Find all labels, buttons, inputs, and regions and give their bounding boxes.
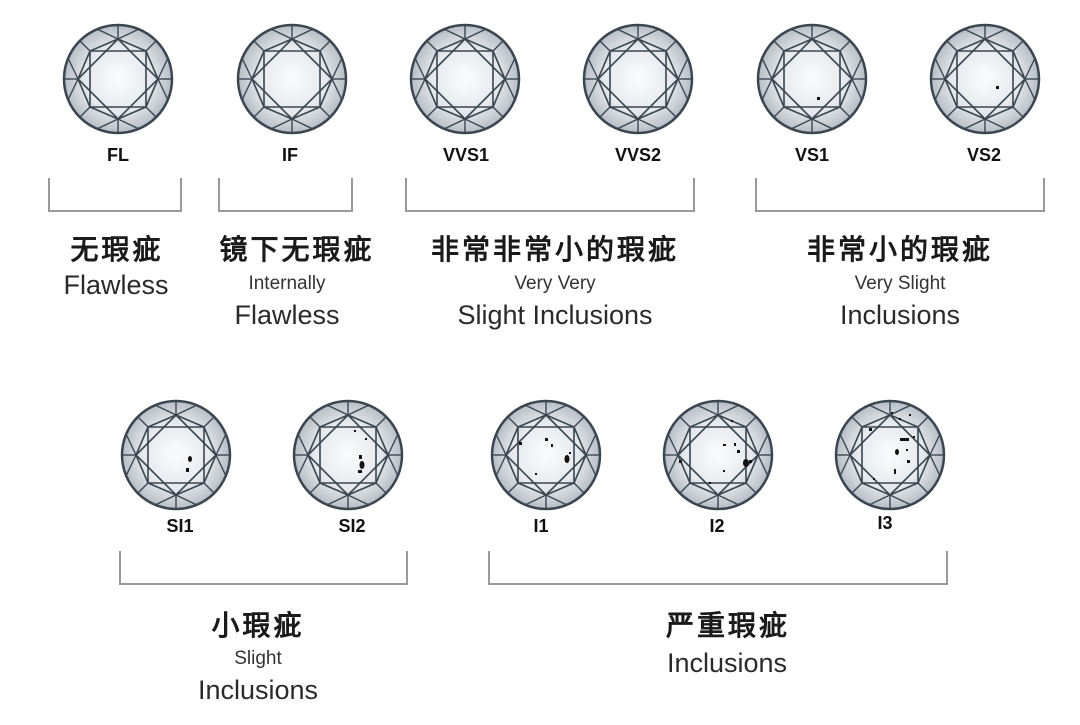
group-en-small-if: Internally (248, 273, 326, 294)
group-bracket-si (119, 551, 408, 585)
inclusion-mark (365, 438, 367, 440)
inclusion-mark (535, 473, 537, 475)
diamond-si2-icon (291, 398, 405, 512)
diamond-fl (61, 22, 175, 136)
diamond-si1-icon (119, 398, 233, 512)
grade-code-vs2: VS2 (966, 145, 1002, 165)
inclusion-mark (817, 97, 820, 100)
grade-code-i1: I1 (533, 516, 549, 536)
inclusion-mark (895, 449, 899, 455)
diamond-vs2-icon (928, 22, 1042, 136)
inclusion-mark (906, 449, 908, 451)
diamond-i3 (833, 398, 947, 512)
grade-code-if: IF (282, 145, 298, 165)
inclusion-mark (899, 418, 901, 420)
group-en-large-vs: Inclusions (839, 300, 961, 330)
group-en-large-si: Inclusions (197, 675, 319, 705)
group-bracket-vvs (405, 178, 695, 212)
group-bracket-i (488, 551, 948, 585)
diamond-i1-icon (489, 398, 603, 512)
inclusion-mark (909, 414, 911, 416)
diamond-vvs1 (408, 22, 522, 136)
diamond-i3-icon (833, 398, 947, 512)
grade-code-i3: I3 (877, 513, 893, 533)
inclusion-mark (913, 436, 915, 438)
diamond-vvs2 (581, 22, 695, 136)
diamond-vs1-icon (755, 22, 869, 136)
inclusion-mark (186, 468, 189, 472)
inclusion-mark (359, 461, 365, 469)
group-cn-label-vs: 非常小的瑕疵 (806, 233, 994, 266)
diamond-vs2 (928, 22, 1042, 136)
inclusion-mark (359, 455, 362, 459)
inclusion-mark (188, 456, 192, 462)
inclusion-mark (551, 444, 553, 447)
inclusion-mark (749, 460, 752, 463)
group-cn-label-i: 严重瑕疵 (665, 609, 791, 642)
grade-code-si1: SI1 (166, 516, 194, 536)
grade-code-vs1: VS1 (794, 145, 830, 165)
inclusion-mark (723, 444, 726, 446)
grade-code-vvs1: VVS1 (442, 145, 490, 165)
grade-code-vvs2: VVS2 (614, 145, 662, 165)
group-en-small-si: Slight (234, 648, 282, 669)
grade-code-i2: I2 (709, 516, 725, 536)
group-bracket-fl (48, 178, 182, 212)
diamond-vvs2-icon (581, 22, 695, 136)
inclusion-mark (907, 460, 910, 463)
inclusion-mark (900, 438, 909, 441)
inclusion-mark (996, 86, 999, 89)
diamond-vvs1-icon (408, 22, 522, 136)
diamond-i2 (661, 398, 775, 512)
inclusion-mark (679, 460, 682, 463)
inclusion-mark (709, 482, 711, 484)
grade-code-fl: FL (107, 145, 129, 165)
inclusion-mark (723, 470, 725, 472)
group-en-large-i: Inclusions (666, 648, 788, 678)
inclusion-mark (731, 420, 733, 422)
inclusion-mark (564, 455, 570, 463)
diamond-si2 (291, 398, 405, 512)
grade-code-si2: SI2 (338, 516, 366, 536)
group-cn-label-vvs: 非常非常小的瑕疵 (430, 233, 680, 266)
group-en-large-if: Flawless (234, 300, 340, 330)
diamond-if (235, 22, 349, 136)
inclusion-mark (569, 452, 571, 454)
group-bracket-vs (755, 178, 1045, 212)
diamond-vs1 (755, 22, 869, 136)
inclusion-mark (354, 430, 356, 432)
inclusion-mark (873, 478, 875, 480)
group-en-large-vvs: Slight Inclusions (457, 300, 653, 330)
inclusion-mark (545, 438, 548, 441)
diamond-fl-icon (61, 22, 175, 136)
inclusion-mark (734, 443, 736, 446)
group-en-large-fl: Flawless (63, 270, 169, 300)
group-cn-label-fl: 无瑕疵 (70, 233, 164, 266)
inclusion-mark (869, 428, 872, 431)
inclusion-mark (737, 450, 740, 453)
inclusion-mark (519, 442, 522, 445)
inclusion-mark (891, 412, 893, 414)
diamond-i1 (489, 398, 603, 512)
inclusion-mark (743, 459, 749, 467)
inclusion-mark (358, 470, 362, 473)
group-en-small-vs: Very Slight (854, 273, 946, 294)
group-en-small-vvs: Very Very (514, 273, 596, 294)
inclusion-mark (894, 469, 896, 474)
diamond-si1 (119, 398, 233, 512)
group-cn-label-si: 小瑕疵 (211, 609, 305, 642)
group-cn-label-if: 镜下无瑕疵 (219, 233, 375, 266)
diamond-i2-icon (661, 398, 775, 512)
group-bracket-if (218, 178, 353, 212)
diamond-if-icon (235, 22, 349, 136)
